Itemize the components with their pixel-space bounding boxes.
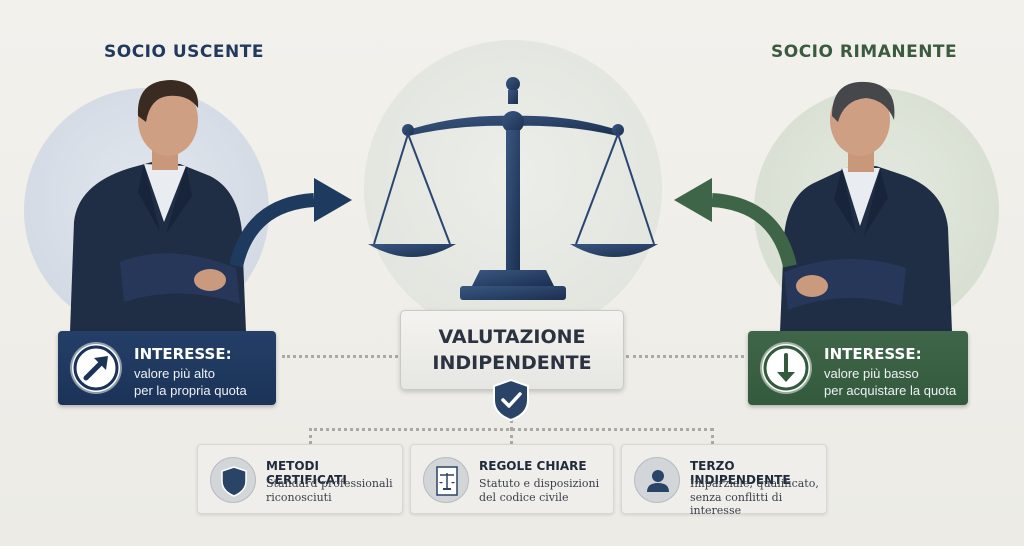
center-line1: VALUTAZIONE — [438, 326, 586, 348]
left-interest-box: INTERESSE: valore più alto per la propri… — [58, 331, 276, 405]
left-connector — [282, 355, 398, 358]
card-terzo-indipendente: TERZO INDIPENDENTE Imparziale, qualifica… — [621, 444, 827, 517]
center-label-box: VALUTAZIONE INDIPENDENTE — [400, 310, 624, 390]
left-interest-line1: valore più alto — [134, 366, 215, 381]
document-scale-icon — [423, 457, 469, 503]
card-2-title: REGOLE CHIARE — [479, 459, 587, 473]
card-1-line2: riconosciuti — [266, 491, 332, 504]
left-interest-line2: per la propria quota — [134, 383, 247, 398]
left-title: SOCIO USCENTE — [104, 42, 264, 62]
card-1-title: METODI CERTIFICATI — [266, 459, 347, 487]
card-3-line1: Imparziale, qualificato, — [690, 477, 819, 490]
left-interest-label: INTERESSE: — [134, 345, 232, 363]
center-line2: INDIPENDENTE — [432, 352, 592, 374]
right-connector — [626, 355, 744, 358]
card-metodi-certificati: METODI CERTIFICATI Standard professional… — [197, 444, 403, 514]
right-interest-line2: per acquistare la quota — [824, 383, 957, 398]
card-regole-chiare: REGOLE CHIARE Statuto e disposizioni del… — [410, 444, 614, 514]
card-2-line1: Statuto e disposizioni — [479, 477, 600, 490]
right-person-figure — [780, 81, 952, 332]
connector-card-3 — [711, 428, 714, 444]
card-3-line2: senza conflitti di interesse — [690, 491, 783, 517]
card-2-line2: del codice civile — [479, 491, 569, 504]
left-person-figure — [70, 80, 246, 332]
card-1-line1: Standard professionali — [266, 477, 393, 490]
right-interest-box: INTERESSE: valore più basso per acquista… — [748, 331, 968, 405]
card-3-title: TERZO INDIPENDENTE — [690, 459, 791, 487]
arrow-down-icon — [762, 344, 810, 392]
right-interest-line1: valore più basso — [824, 366, 919, 381]
center-down-connector — [510, 420, 513, 430]
left-arrow-icon — [230, 178, 352, 268]
right-title: SOCIO RIMANENTE — [771, 42, 958, 62]
connector-card-1 — [309, 428, 312, 444]
connector-card-2 — [510, 428, 513, 444]
right-interest-label: INTERESSE: — [824, 345, 922, 363]
right-arrow-icon — [674, 178, 797, 268]
person-icon — [634, 457, 680, 503]
shield-icon — [210, 457, 256, 503]
balance-scale-icon — [368, 77, 658, 300]
shield-check-icon — [493, 378, 529, 422]
arrow-up-right-icon — [72, 344, 120, 392]
